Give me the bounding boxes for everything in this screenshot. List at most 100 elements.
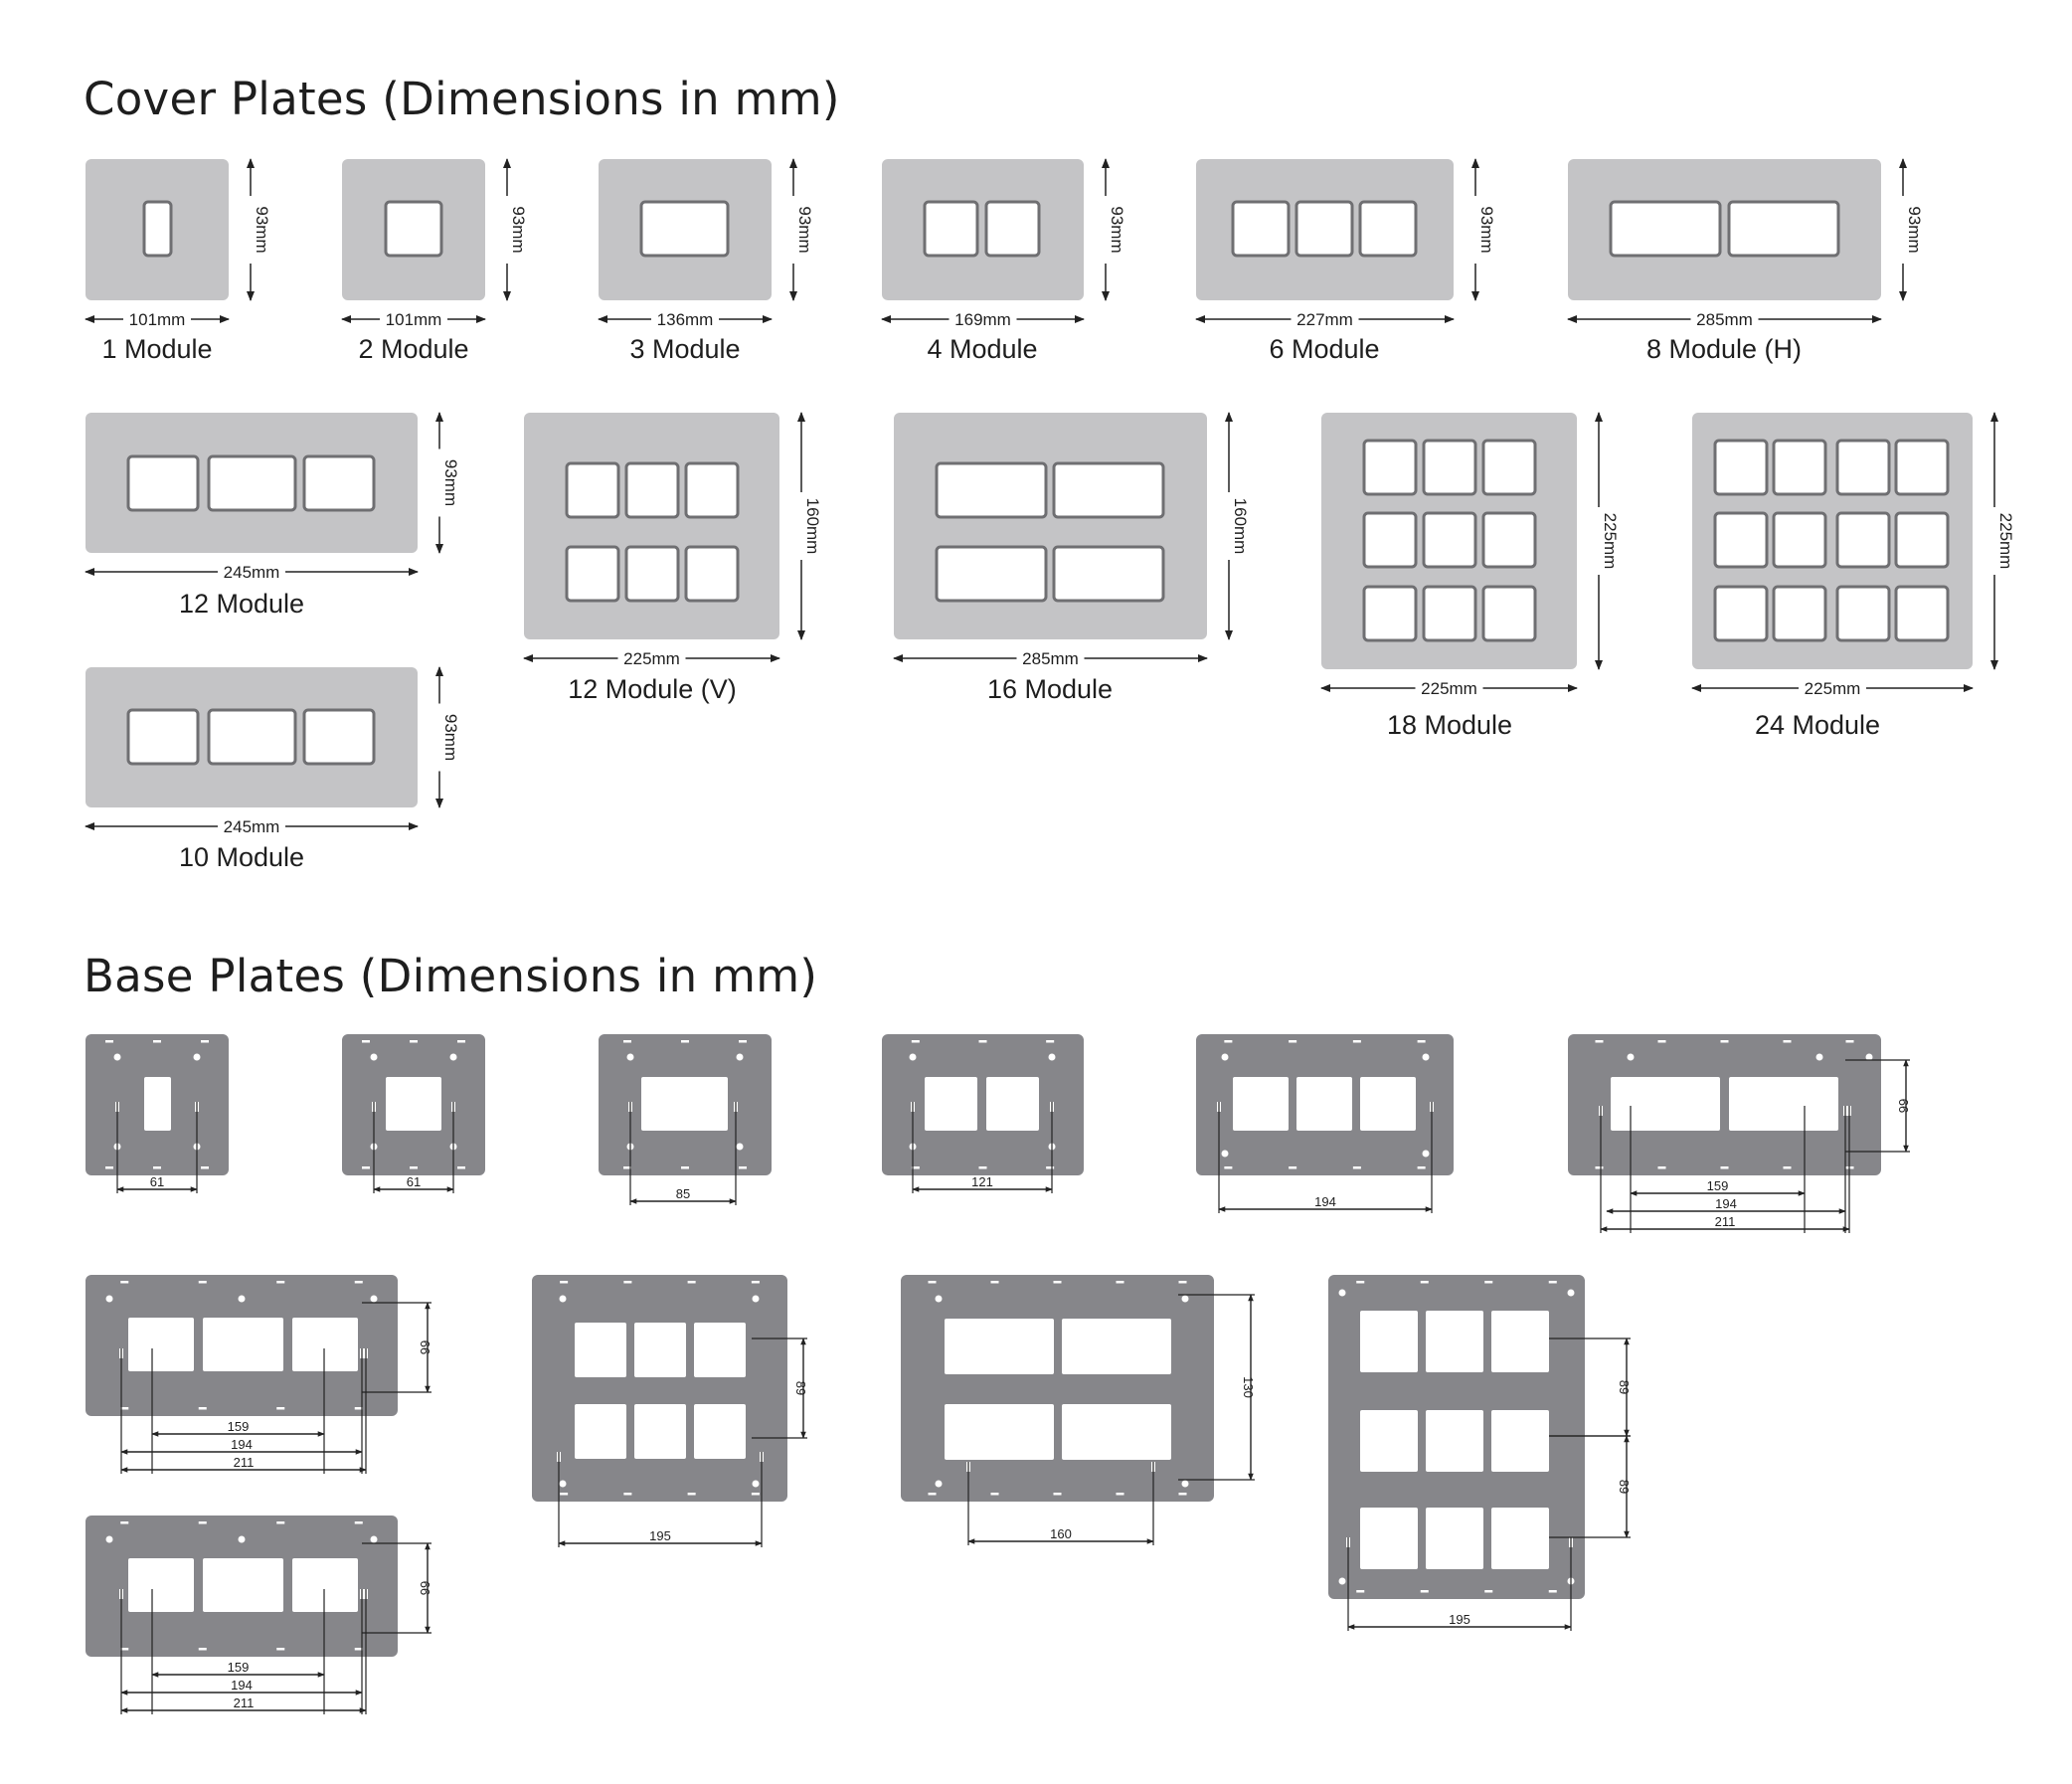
edge-slot: [1116, 1493, 1124, 1496]
base-dimension-label: 194: [231, 1678, 253, 1693]
edge-slot: [1548, 1281, 1557, 1284]
cover-plate-label: 8 Module (H): [1646, 334, 1802, 364]
edge-slot: [198, 1407, 207, 1410]
module-cutout: [1491, 1410, 1549, 1472]
edge-slot: [1224, 1166, 1233, 1169]
module-cutout: [144, 1077, 171, 1131]
edge-slot: [1783, 1166, 1792, 1169]
module-window: [1481, 585, 1537, 642]
edge-slot: [105, 1040, 113, 1043]
height-dimension-label: 225mm: [1601, 513, 1620, 570]
cover-plate-label: 16 Module: [987, 674, 1113, 704]
module-window: [1362, 511, 1418, 569]
edge-slot: [681, 1040, 689, 1043]
edge-slot: [1417, 1040, 1426, 1043]
edge-slot: [410, 1040, 418, 1043]
cover-plate-label: 3 Module: [629, 334, 740, 364]
edge-slot: [623, 1166, 631, 1169]
module-window: [384, 200, 443, 258]
module-cutout: [634, 1323, 686, 1377]
mounting-hole: [238, 1535, 246, 1543]
module-window: [1835, 439, 1891, 496]
mounting-hole: [626, 1053, 634, 1061]
edge-slot: [201, 1040, 209, 1043]
edge-slot: [1845, 1040, 1854, 1043]
mounting-hole: [449, 1053, 457, 1061]
module-cutout: [203, 1318, 283, 1371]
base-plate-5: 194: [1196, 1034, 1454, 1213]
mounting-hole: [935, 1295, 943, 1303]
mounting-hole: [105, 1295, 113, 1303]
cover-plate-body: [882, 159, 1084, 300]
edge-slot: [623, 1493, 632, 1496]
module-cutout: [925, 1077, 977, 1131]
module-window: [1894, 439, 1950, 496]
module-cutout: [575, 1323, 626, 1377]
cover-plate-body: [894, 413, 1207, 639]
mounting-hole: [1815, 1053, 1823, 1061]
module-window: [565, 545, 620, 603]
base-dimension-label: 194: [1715, 1196, 1737, 1211]
edge-slot: [276, 1521, 285, 1524]
edge-slot: [990, 1281, 999, 1284]
module-window: [1358, 200, 1418, 258]
edge-slot: [1720, 1166, 1729, 1169]
edge-slot: [911, 1166, 920, 1169]
edge-slot: [687, 1493, 696, 1496]
module-cutout: [292, 1558, 358, 1612]
module-cutout: [386, 1077, 441, 1131]
base-plates-title: Base Plates (Dimensions in mm): [84, 950, 818, 1002]
module-window: [1727, 200, 1840, 258]
module-cutout: [292, 1318, 358, 1371]
edge-slot: [1595, 1166, 1604, 1169]
base-plate-body: [882, 1034, 1084, 1175]
module-window: [1772, 511, 1827, 569]
cover-plates-title: Cover Plates (Dimensions in mm): [84, 73, 840, 125]
edge-slot: [1595, 1040, 1604, 1043]
base-dimension-label: 159: [228, 1419, 250, 1434]
height-dimension-label: 93mm: [441, 459, 460, 506]
mounting-hole: [1221, 1053, 1229, 1061]
edge-slot: [1657, 1166, 1666, 1169]
module-window: [984, 200, 1041, 258]
module-cutout: [1296, 1077, 1352, 1131]
module-cutout: [694, 1323, 746, 1377]
width-dimension-label: 245mm: [224, 817, 280, 836]
base-dimension-label: 61: [150, 1174, 164, 1189]
edge-slot: [978, 1166, 987, 1169]
edge-slot: [354, 1407, 363, 1410]
base-plate-body: [1568, 1034, 1881, 1175]
edge-slot: [201, 1166, 209, 1169]
mounting-hole: [1048, 1053, 1056, 1061]
module-cutout: [1360, 1508, 1418, 1569]
module-cutout: [203, 1558, 283, 1612]
module-window: [923, 200, 979, 258]
width-dimension-label: 136mm: [657, 310, 714, 329]
edge-slot: [1289, 1040, 1297, 1043]
edge-slot: [1178, 1493, 1187, 1496]
module-window: [1362, 439, 1418, 496]
mounting-hole: [1181, 1295, 1189, 1303]
module-window: [142, 200, 173, 258]
height-dimension-label: 93mm: [1905, 206, 1924, 253]
mounting-hole: [1422, 1150, 1430, 1158]
base-dimension-label: 61: [407, 1174, 421, 1189]
base-dimension-label: 85: [676, 1186, 690, 1201]
mounting-hole: [1567, 1289, 1575, 1297]
cover-plate-label: 12 Module: [179, 589, 304, 619]
module-cutout: [128, 1318, 194, 1371]
module-window: [1772, 585, 1827, 642]
module-window: [1894, 585, 1950, 642]
height-dimension-label: 93mm: [441, 714, 460, 761]
edge-slot: [1053, 1493, 1062, 1496]
base-dimension-label: 121: [971, 1174, 993, 1189]
base-dimension-label: 195: [649, 1528, 671, 1543]
edge-slot: [751, 1493, 760, 1496]
edge-slot: [1420, 1590, 1429, 1593]
